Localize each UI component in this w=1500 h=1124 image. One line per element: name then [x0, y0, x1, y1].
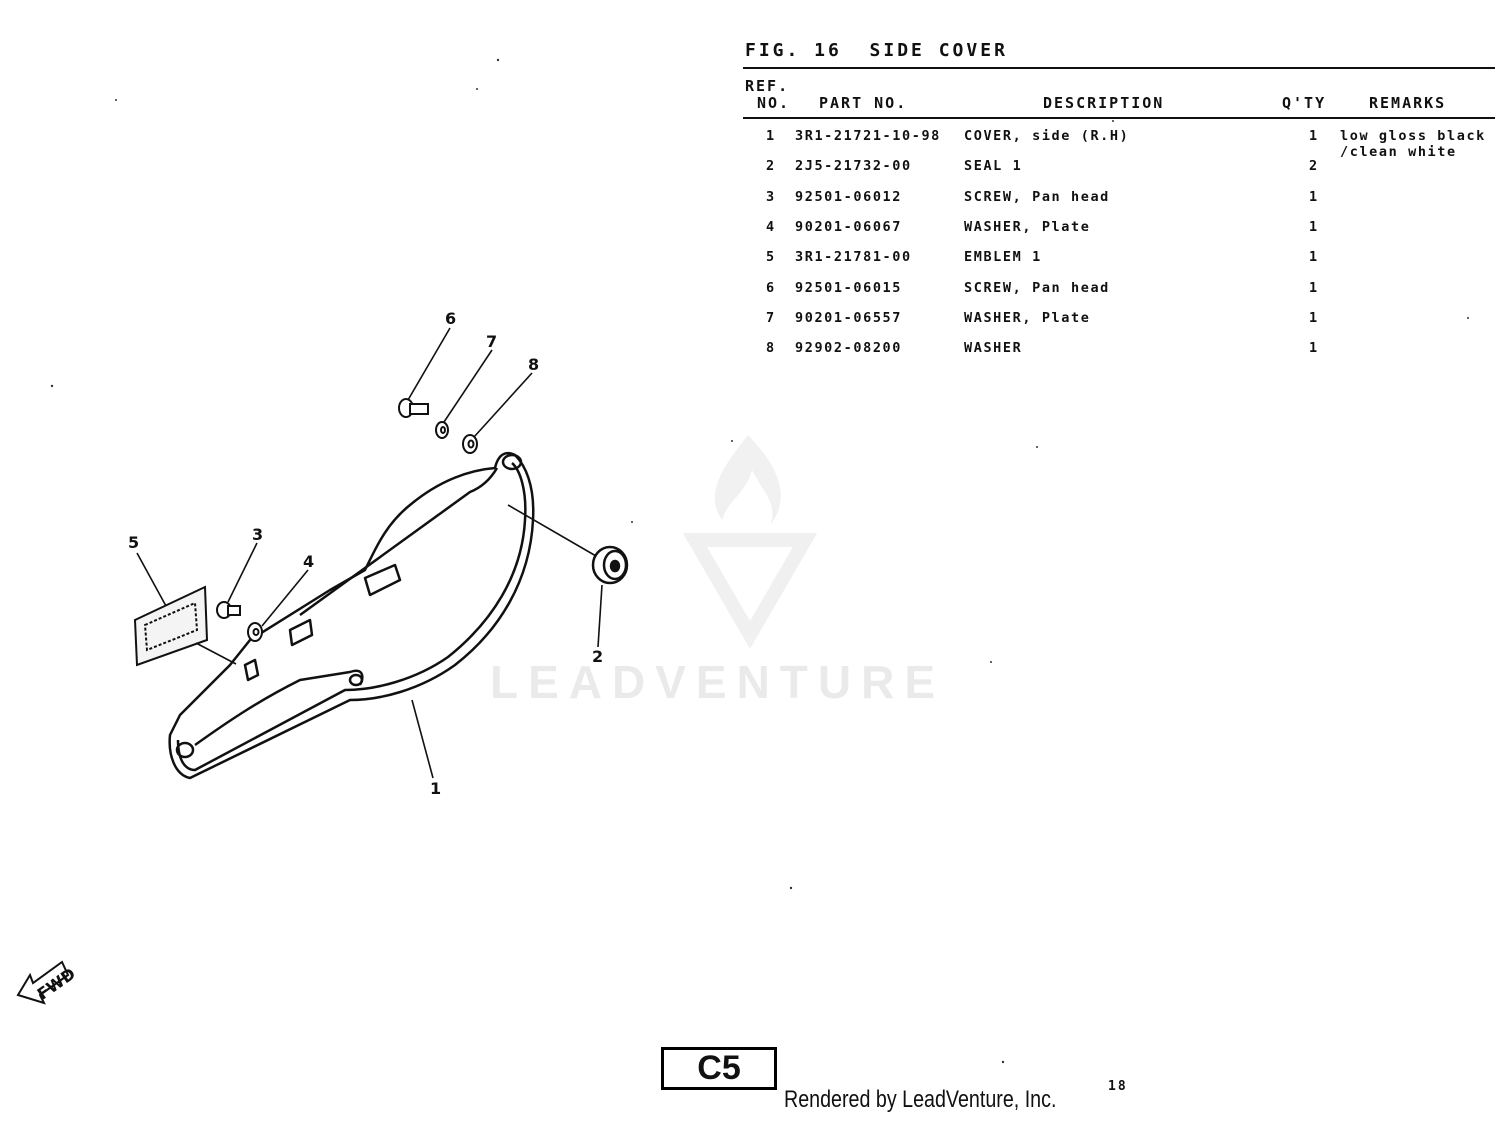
cell-description: SEAL 1: [964, 158, 1023, 175]
cell-part-no: 92501-06012: [795, 188, 903, 205]
seal-part: [591, 545, 629, 585]
cell-description: WASHER, Plate: [964, 309, 1091, 326]
cell-ref: 7: [766, 309, 776, 326]
cell-part-no: 3R1-21721-10-98: [795, 128, 941, 144]
callout-5: 5: [128, 533, 139, 552]
cell-part-no: 92902-08200: [795, 340, 903, 357]
side-cover-part: [168, 451, 535, 780]
callout-numbers: 1 2 3 4 5 6 7 8: [128, 309, 603, 798]
screw-part-6: [398, 398, 429, 418]
cell-description: WASHER: [964, 340, 1023, 357]
cell-qty: 1: [1309, 279, 1319, 296]
cell-ref: 8: [766, 340, 776, 357]
cell-ref: 1: [766, 128, 776, 144]
leadventure-watermark-logo: [682, 435, 818, 649]
cell-qty: 1: [1309, 309, 1319, 326]
cell-part-no: 92501-06015: [795, 279, 903, 296]
header-part-no: PART NO.: [819, 94, 908, 112]
fwd-arrow-icon: FWD: [16, 960, 79, 1005]
cell-description: SCREW, Pan head: [964, 279, 1110, 296]
cell-qty: 1: [1309, 128, 1319, 144]
cell-qty: 1: [1309, 249, 1319, 266]
section-code-box: C5: [661, 1047, 777, 1090]
callout-8: 8: [528, 355, 539, 374]
cell-qty: 1: [1309, 188, 1319, 205]
section-code: C5: [697, 1049, 741, 1087]
cell-part-no: 2J5-21732-00: [795, 158, 912, 175]
scan-specks: [50, 58, 1469, 1064]
washer-part-8: [462, 434, 478, 454]
washer-part-7: [435, 421, 449, 439]
cell-description: WASHER, Plate: [964, 218, 1091, 235]
header-rule-bottom: [743, 117, 1495, 119]
cell-ref: 5: [766, 249, 776, 266]
header-ref-line1: REF.: [745, 77, 790, 95]
leader-lines: [136, 327, 603, 779]
washer-part-4: [247, 622, 263, 642]
cell-remarks: low gloss black /clean white: [1340, 128, 1486, 160]
cell-part-no: 90201-06067: [795, 218, 903, 235]
header-remarks: REMARKS: [1369, 94, 1447, 112]
rendered-by-credit: Rendered by LeadVenture, Inc.: [784, 1086, 1057, 1113]
callout-2: 2: [592, 647, 603, 666]
header-rule-top: [743, 67, 1495, 69]
cell-description: COVER, side (R.H): [964, 128, 1130, 144]
callout-6: 6: [445, 309, 456, 328]
cell-part-no: 90201-06557: [795, 309, 903, 326]
callout-1: 1: [430, 779, 441, 798]
cell-description: SCREW, Pan head: [964, 188, 1110, 205]
cell-ref: 3: [766, 188, 776, 205]
cell-qty: 1: [1309, 218, 1319, 235]
cell-qty: 2: [1309, 158, 1319, 175]
figure-title: FIG. 16 SIDE COVER: [745, 40, 1008, 61]
cell-ref: 2: [766, 158, 776, 175]
watermark-brand: LEADVENTURE: [490, 656, 946, 708]
cell-ref: 4: [766, 218, 776, 235]
cell-ref: 6: [766, 279, 776, 296]
header-description: DESCRIPTION: [1043, 94, 1165, 112]
header-qty: Q'TY: [1282, 94, 1327, 112]
emblem-part: [133, 585, 209, 667]
header-ref-line2: NO.: [757, 94, 791, 112]
callout-3: 3: [252, 525, 263, 544]
callout-7: 7: [486, 332, 497, 351]
callout-4: 4: [303, 552, 314, 571]
cell-description: EMBLEM 1: [964, 249, 1042, 266]
page-number: 18: [1108, 1079, 1128, 1094]
cell-qty: 1: [1309, 340, 1319, 357]
screw-part-3: [216, 601, 241, 619]
cell-part-no: 3R1-21781-00: [795, 249, 912, 266]
